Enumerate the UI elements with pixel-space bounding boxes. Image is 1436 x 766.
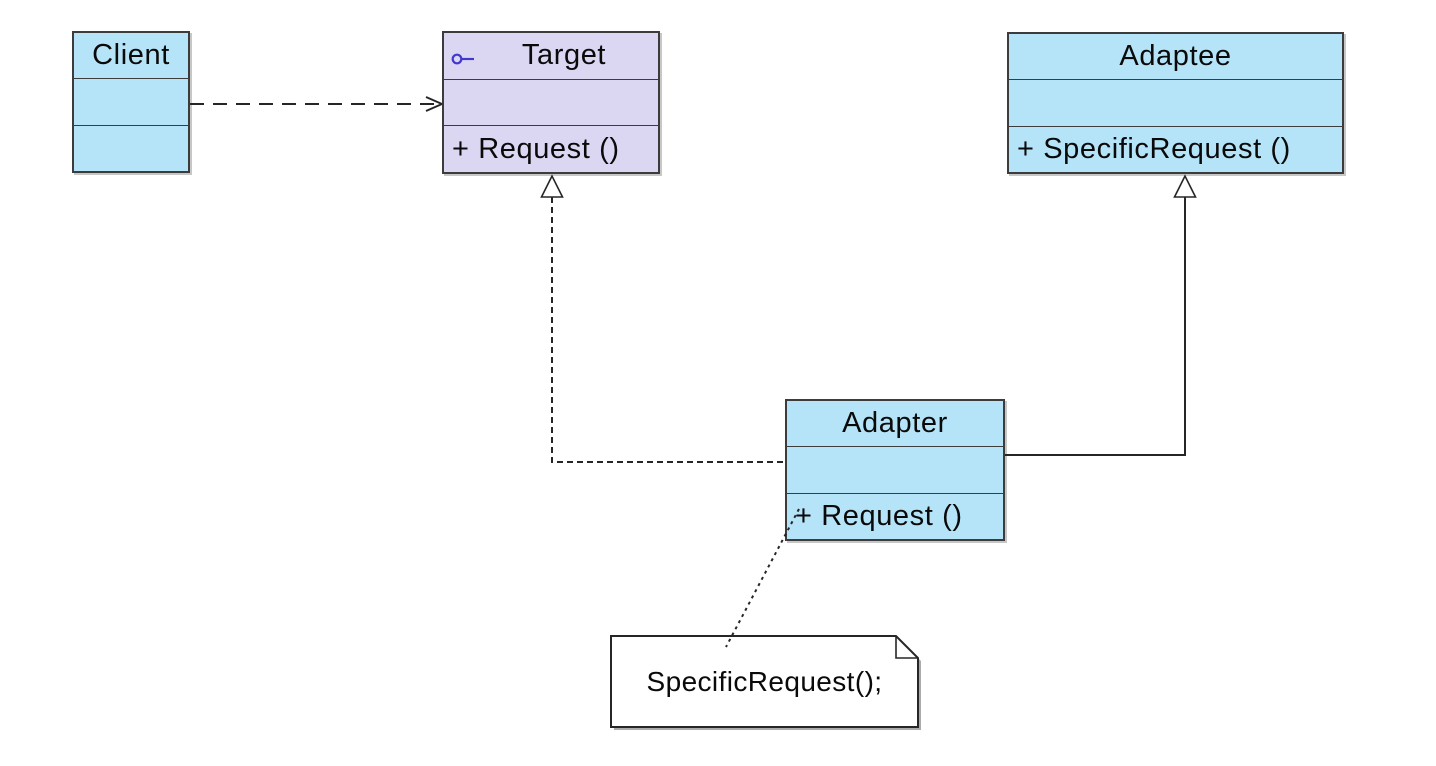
- class-box-adapter[interactable]: Adapter + Request (): [785, 399, 1005, 541]
- class-name-label: Target: [521, 39, 607, 72]
- method-label: + Request (): [452, 132, 620, 165]
- key-interface-icon: [451, 41, 476, 74]
- class-box-target[interactable]: Target + Request (): [442, 31, 660, 174]
- note-shadow: [614, 639, 921, 730]
- generalization-adapter-adaptee[interactable]: [1005, 174, 1197, 456]
- method-label: + SpecificRequest (): [1017, 132, 1291, 165]
- note-body[interactable]: [610, 635, 919, 728]
- generalization-line[interactable]: [1005, 197, 1186, 456]
- open-arrowhead-icon: [425, 96, 443, 112]
- class-name-label: Client: [92, 39, 170, 72]
- note-text: SpecificRequest();: [646, 665, 883, 697]
- realization-line[interactable]: [551, 197, 784, 463]
- class-box-adaptee[interactable]: Adaptee + SpecificRequest (): [1007, 32, 1344, 174]
- class-methods-compartment: + Request (): [444, 125, 658, 172]
- class-name-label: Adapter: [842, 407, 948, 440]
- note-shape[interactable]: [610, 635, 921, 730]
- realization-adapter-target[interactable]: [540, 174, 785, 463]
- class-title-compartment: Adapter: [787, 401, 1003, 446]
- method-label: + Request (): [795, 499, 963, 532]
- class-methods-compartment: + SpecificRequest (): [1009, 125, 1342, 172]
- dependency-client-target[interactable]: [190, 96, 443, 112]
- class-title-compartment: Client: [74, 33, 188, 78]
- class-attributes-compartment: [444, 78, 658, 126]
- note-fold-corner: [895, 636, 918, 659]
- class-name-label: Adaptee: [1119, 40, 1232, 73]
- class-attributes-compartment: [787, 446, 1003, 492]
- class-attributes-compartment: [1009, 79, 1342, 125]
- hollow-triangle-icon: [540, 174, 564, 198]
- hollow-triangle-icon: [1173, 174, 1197, 198]
- class-methods-compartment: [74, 124, 188, 171]
- class-box-client[interactable]: Client: [72, 31, 190, 173]
- class-title-compartment: Adaptee: [1009, 34, 1342, 79]
- class-methods-compartment: + Request (): [787, 492, 1003, 539]
- class-attributes-compartment: [74, 78, 188, 124]
- class-title-compartment: Target: [444, 33, 658, 79]
